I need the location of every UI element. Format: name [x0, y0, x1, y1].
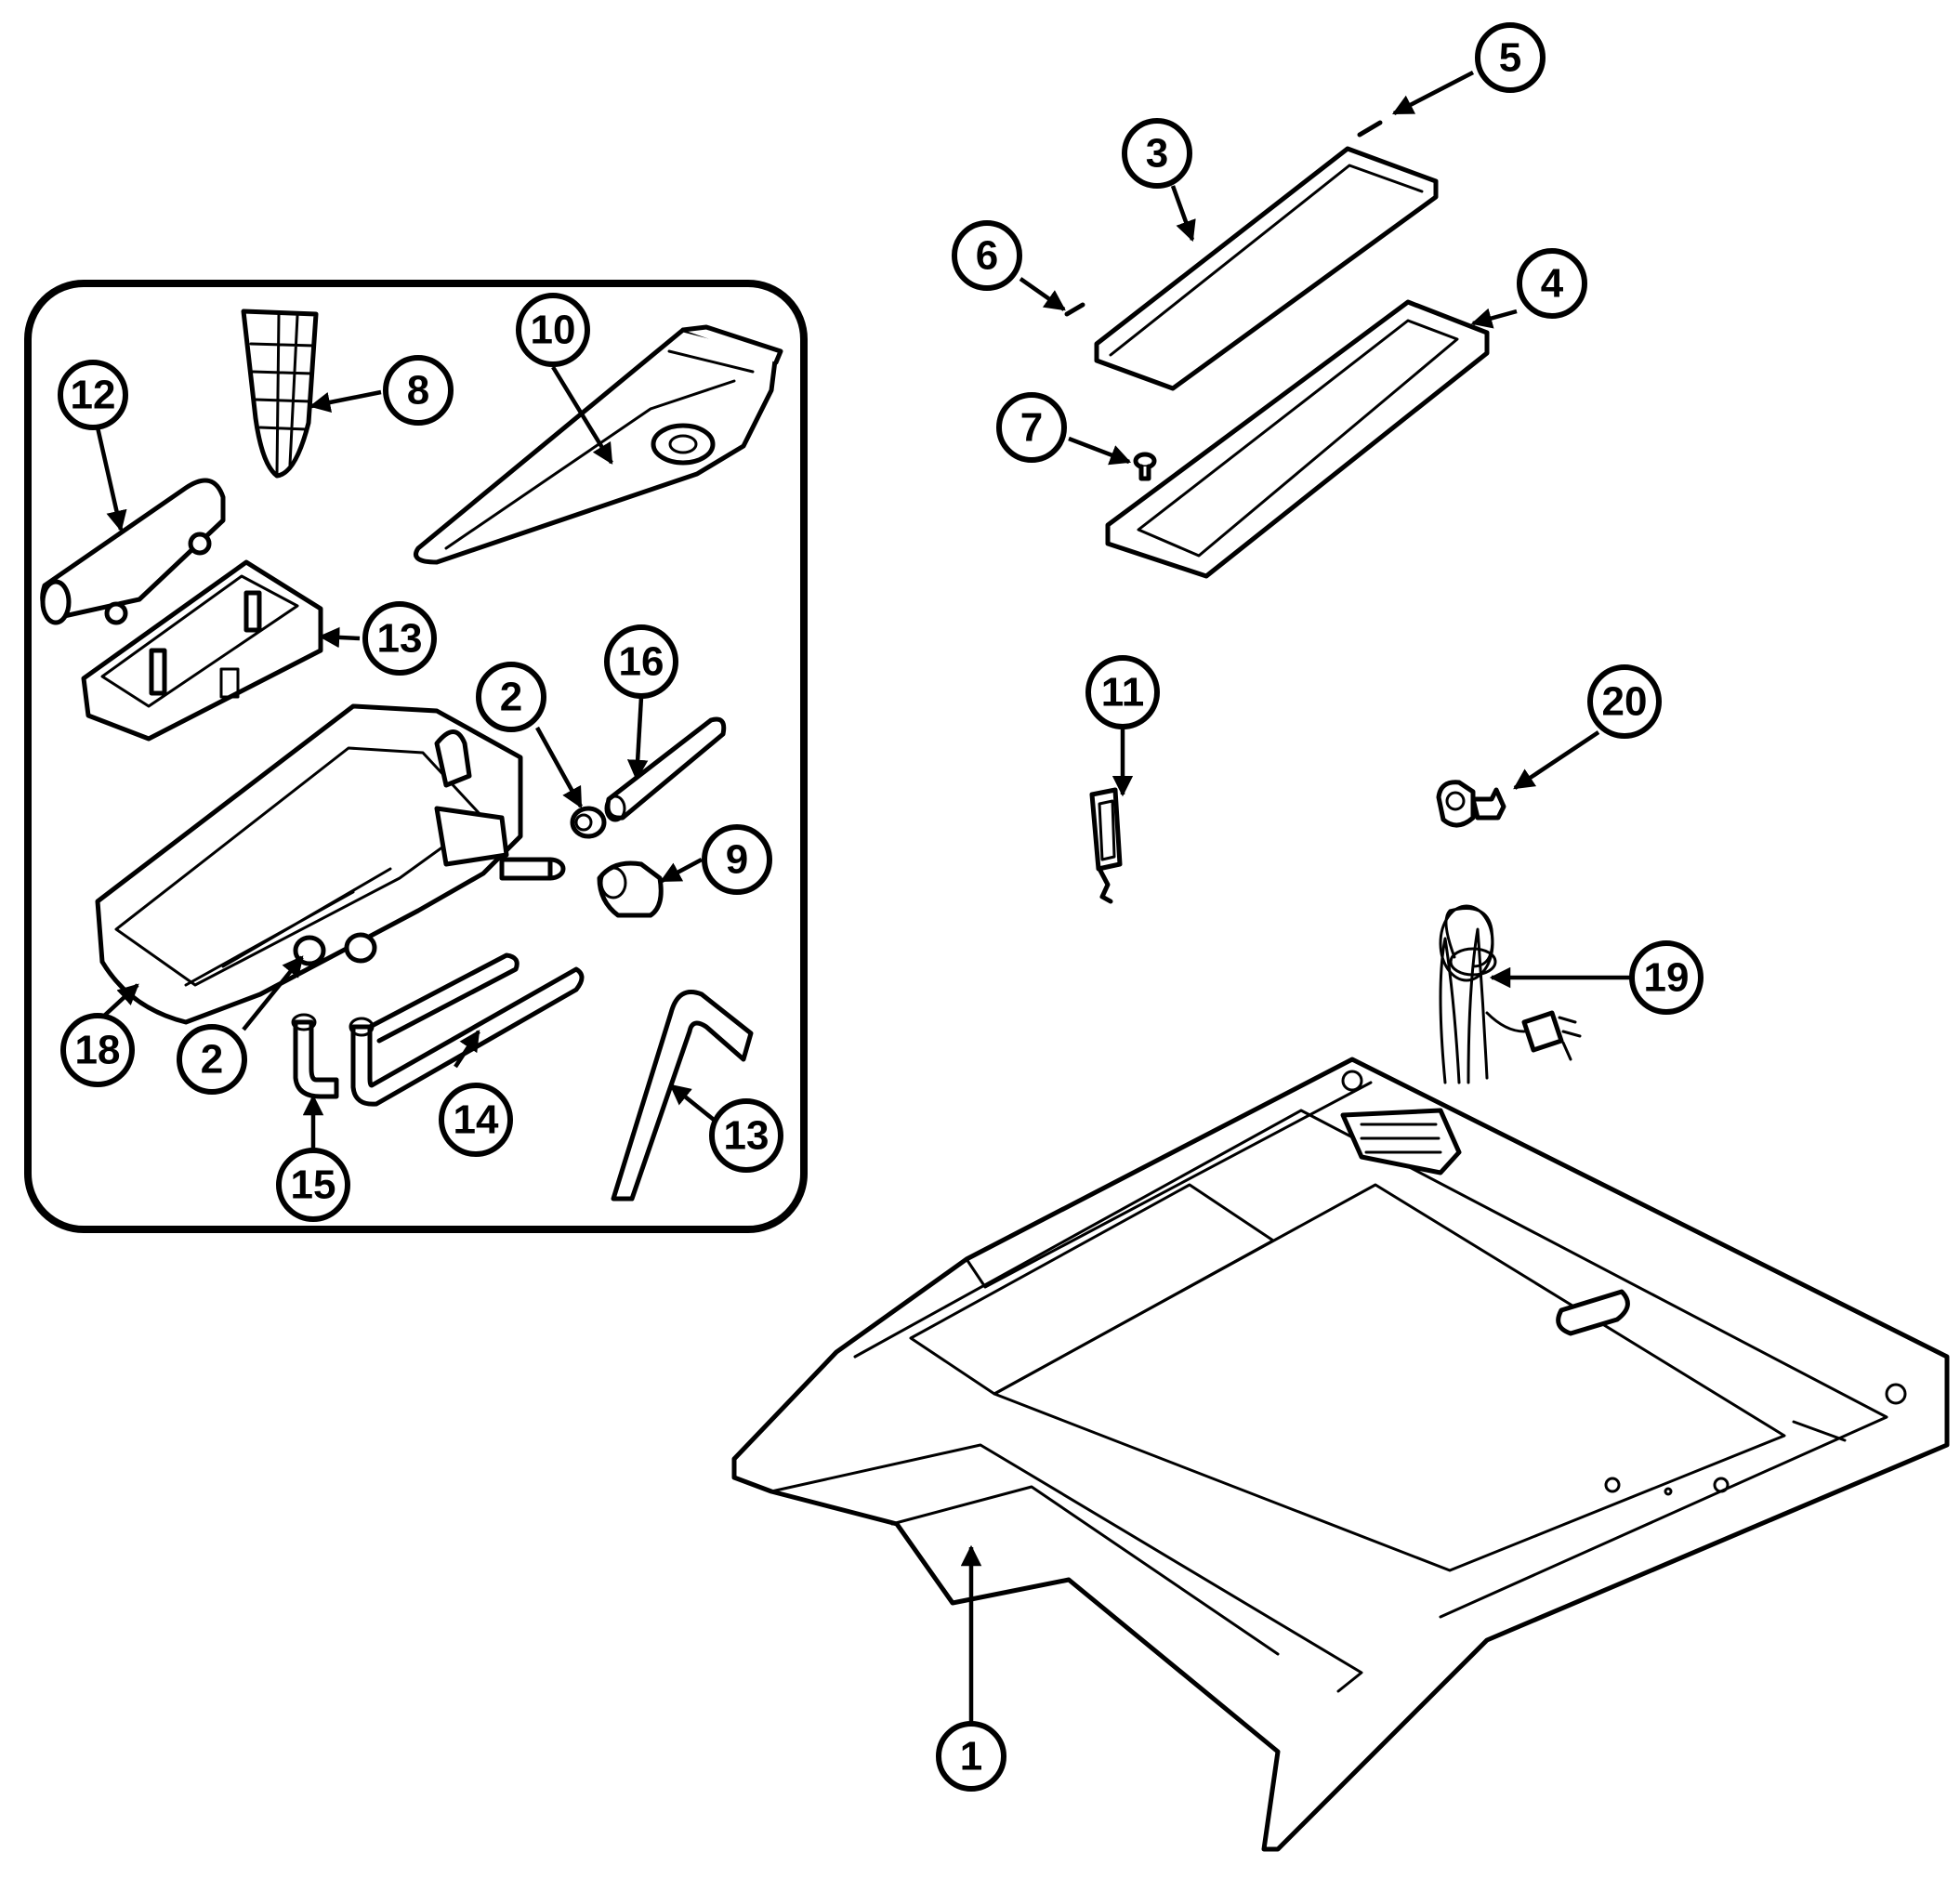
- svg-text:1: 1: [960, 1734, 982, 1780]
- callout-12: 12: [58, 360, 128, 430]
- part-20-strain-relief: [1436, 780, 1506, 828]
- callout-13: 13: [362, 601, 437, 676]
- callout-2-upper: 2: [476, 662, 546, 732]
- callout-19: 19: [1629, 940, 1703, 1015]
- svg-text:18: 18: [75, 1028, 121, 1073]
- svg-text:5: 5: [1499, 35, 1521, 81]
- svg-text:15: 15: [291, 1162, 336, 1208]
- callout-10: 10: [516, 293, 590, 367]
- part-7-screw: [1133, 452, 1157, 481]
- callout-20: 20: [1587, 664, 1662, 739]
- svg-text:13: 13: [377, 616, 423, 662]
- svg-text:9: 9: [726, 837, 748, 883]
- callout-17: 16: [604, 624, 678, 699]
- svg-text:7: 7: [1020, 405, 1043, 451]
- part-13-dispenser-housing: [81, 559, 323, 742]
- part-8-grille: [241, 309, 319, 479]
- part-6-pin: [1064, 302, 1085, 317]
- part-16-elbow-hose: [291, 1013, 339, 1099]
- svg-text:11: 11: [1101, 670, 1145, 716]
- callout-3: 3: [1122, 118, 1192, 189]
- svg-text:8: 8: [407, 368, 429, 414]
- part-12-dispenser-cover: [40, 478, 226, 625]
- svg-text:16: 16: [619, 639, 664, 685]
- part-15-long-hose: [349, 952, 585, 1107]
- svg-text:13: 13: [724, 1113, 770, 1159]
- inset-frame: [24, 280, 808, 1233]
- callout-2-lower: 2: [177, 1024, 247, 1095]
- callout-1: 1: [936, 1721, 1006, 1792]
- callout-11: 11: [1085, 655, 1160, 729]
- callout-4: 4: [1517, 248, 1587, 319]
- leader-lines: [95, 71, 1631, 1724]
- callout-7: 7: [996, 392, 1067, 463]
- callout-6: 6: [952, 220, 1022, 291]
- callout-9: 9: [702, 824, 772, 895]
- svg-text:12: 12: [71, 373, 116, 418]
- callout-14: 13: [709, 1098, 783, 1173]
- callout-5: 5: [1475, 22, 1546, 93]
- svg-text:4: 4: [1541, 261, 1564, 307]
- svg-text:2: 2: [500, 675, 522, 720]
- part-5-pin: [1357, 120, 1383, 138]
- part-2-hose-clamp-upper: [570, 806, 607, 839]
- part-3-lid-panel: [1094, 146, 1439, 391]
- callout-15: 14: [439, 1083, 513, 1157]
- part-14-bent-tube: [611, 990, 754, 1202]
- svg-text:3: 3: [1146, 131, 1168, 177]
- svg-text:2: 2: [201, 1037, 223, 1083]
- part-1-top-cabinet: [731, 1057, 1950, 1852]
- svg-text:10: 10: [531, 308, 576, 353]
- callout-16: 15: [276, 1148, 350, 1222]
- svg-text:14: 14: [454, 1097, 499, 1143]
- svg-text:19: 19: [1644, 955, 1690, 1001]
- part-9-cap: [597, 860, 664, 918]
- part-19-power-cord: [1439, 904, 1582, 1084]
- part-4-lid-frame: [1105, 299, 1490, 579]
- part-18-dispenser-body: [95, 703, 566, 1025]
- part-17-hose: [604, 716, 727, 822]
- part-11-lid-switch-bracket: [1089, 787, 1123, 904]
- svg-text:6: 6: [976, 233, 998, 279]
- callout-8: 8: [383, 355, 454, 426]
- svg-text:20: 20: [1602, 679, 1648, 725]
- callout-18: 18: [60, 1013, 135, 1087]
